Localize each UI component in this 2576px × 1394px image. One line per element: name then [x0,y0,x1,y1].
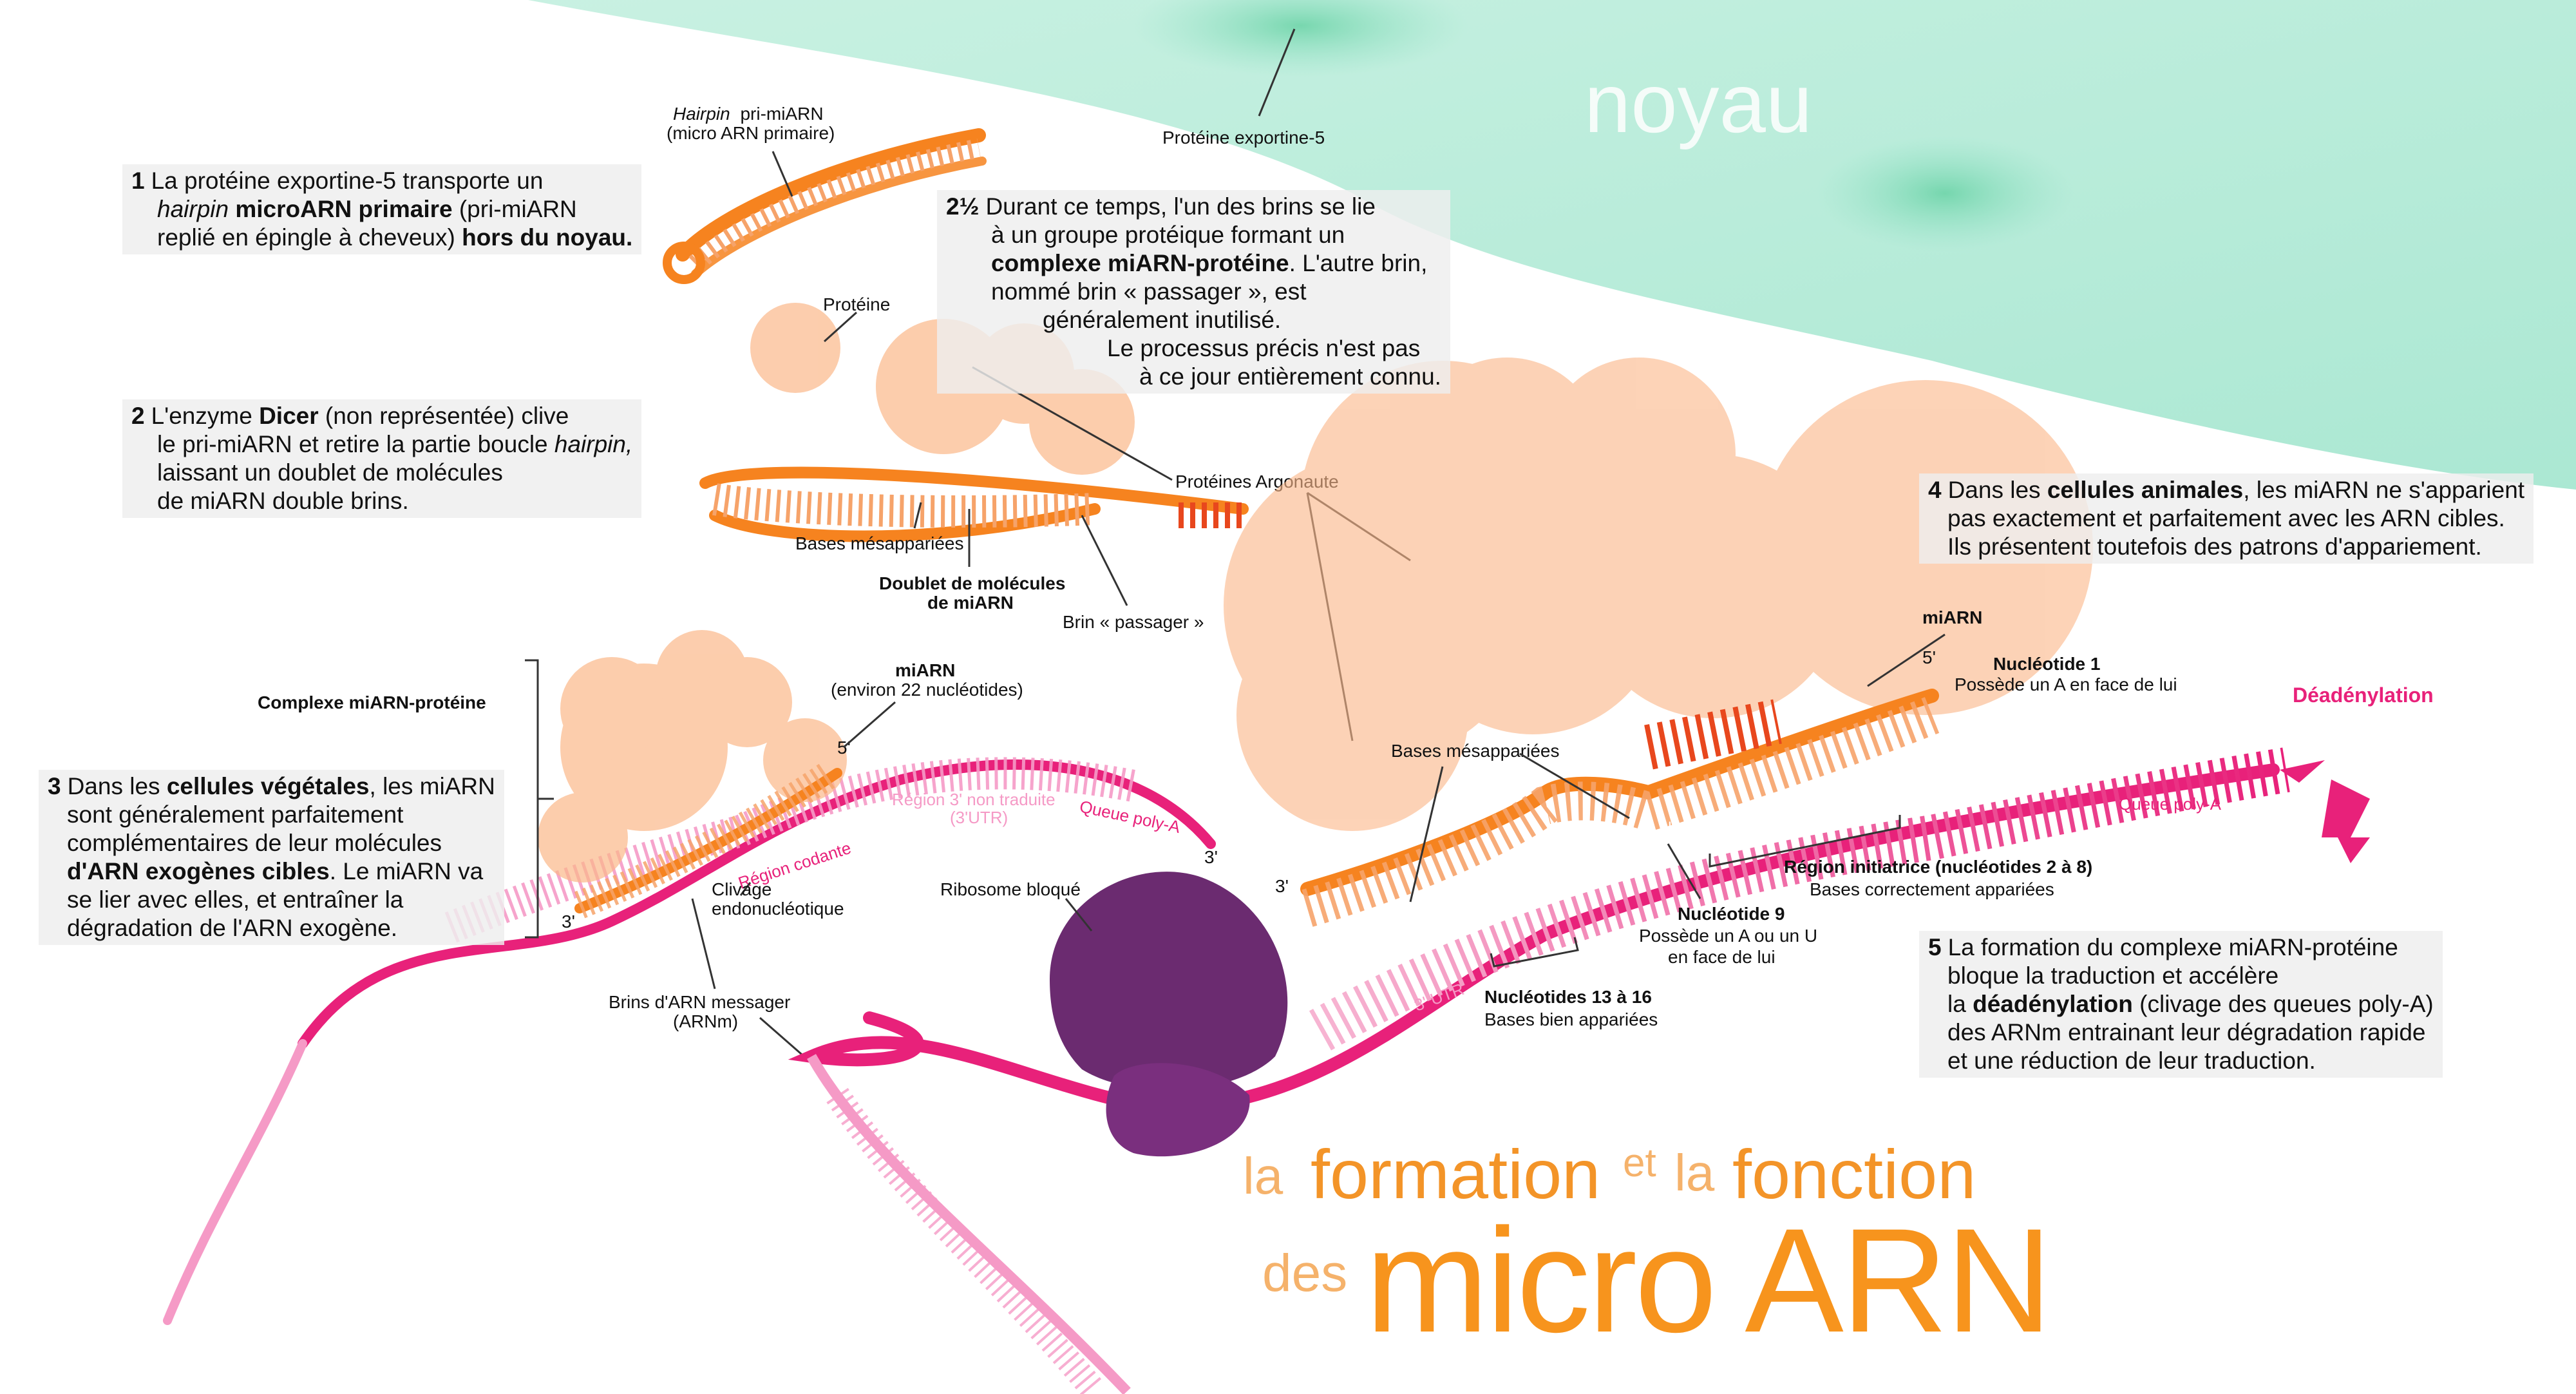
protein-leader [823,311,858,343]
title-formation: formation [1311,1135,1601,1213]
seed-bracket [1709,815,1901,868]
seed-title: Région initiatrice (nucléotides 2 à 8) [1784,857,2092,877]
nucleus-region [528,0,2576,490]
hairpin-pri-mirna [663,128,987,284]
cleavage-label-1: Clivage [712,879,772,899]
nt9-desc-1: Possède un A ou un U [1639,926,1817,946]
utr-right-label: 3' UTR [1412,979,1467,1015]
step-2-number: 2 [131,403,145,429]
hairpin-leader [772,151,793,197]
nt13-title: Nucléotides 13 à 16 [1484,987,1652,1007]
title-fonction: fonction [1732,1135,1976,1213]
five-prime-right: 5' [1922,647,1936,667]
passenger-label: Brin « passager » [1063,612,1204,632]
title-la: la [1243,1147,1283,1205]
ribosome [1050,872,1288,1157]
mrna-label-2: (ARNm) [673,1011,738,1031]
duplex-label-2: de miARN [927,593,1014,613]
nt13-desc: Bases bien appariées [1484,1009,1658,1029]
cleavage-leader [739,882,752,896]
animal-mrna [788,747,2370,1394]
nt9-leader [1667,843,1701,899]
nucleus-shade [1133,0,1468,77]
protein-cluster-large [1224,358,2093,831]
mrna-label-1: Brins d'ARN messager [609,992,790,1012]
title-des: des [1262,1244,1348,1303]
protein-label: Protéine [823,294,890,314]
step-5-number: 5 [1928,934,1942,960]
base-a-label: A [1916,750,1926,767]
mirna-small-sublabel: (environ 22 nucléotides) [831,680,1023,700]
plant-mrna [163,757,1216,1325]
nt13-bracket [1490,937,1579,968]
nucleus-shade [1816,135,2074,251]
exportin-leader [1258,28,1296,117]
mirna-small-leader [843,701,896,749]
title-micro-arn: micro ARN [1365,1198,2052,1363]
cleavage-label-2: endonucléotique [712,899,844,919]
complex-bracket [525,659,554,939]
three-prime-plant: 3' [562,912,575,931]
animal-mirna [1300,689,1940,927]
mirna-right-leader [1867,633,1946,687]
nt1-desc: Possède un A en face de lui [1955,674,2177,694]
passenger-leader [1081,515,1128,606]
title-et: et [1623,1141,1656,1185]
polya-right-label: Queue poly-A [2119,794,2222,814]
mismatch-right-leader [1519,752,1630,819]
hairpin-label: Hairpin pri-miARN [673,104,824,124]
mismatch-top-leader [913,502,922,529]
mirna-small-label: miARN [895,660,955,680]
mismatch-right-leader [1409,766,1444,902]
nt9-title: Nucléotide 9 [1678,904,1785,924]
ribosome-label: Ribosome bloqué [940,879,1081,899]
step-3-number: 3 [48,773,61,799]
mrna-leader [691,898,716,989]
seed-desc: Bases correctement appariées [1810,879,2054,899]
mismatch-right-label: Bases mésappariées [1391,741,1559,761]
base-u-label: U [1668,819,1679,836]
exportin-label: Protéine exportine-5 [1162,128,1325,148]
mirna-duplex [699,466,1249,542]
step-1-number: 1 [131,167,145,194]
ribosome-leader [1065,898,1093,931]
mirna-right-label: miARN [1922,607,1982,627]
complex-label: Complexe miARN-protéine [258,692,486,712]
title-la-2: la [1674,1144,1715,1201]
nt9-desc-2: en face de lui [1668,947,1776,967]
duplex-label-1: Doublet de molécules [879,573,1065,593]
utr3-label-2: (3'UTR) [950,808,1008,827]
nt1-title: Nucléotide 1 [1993,654,2100,674]
step-4-number: 4 [1928,477,1942,503]
three-prime-right: 3' [1275,876,1289,896]
plant-mirna [574,761,842,919]
deadenylation-label: Déadénylation [2293,683,2434,707]
nucleus-label: noyau [1584,56,1812,150]
hairpin-sublabel: (micro ARN primaire) [667,123,835,143]
mismatch-top-label: Bases mésappariées [795,533,963,553]
three-prime-plant-mrna: 3' [1204,847,1218,867]
utr3-label-1: Région 3' non traduite [892,790,1056,809]
step-2-half-number: 2½ [946,193,980,220]
